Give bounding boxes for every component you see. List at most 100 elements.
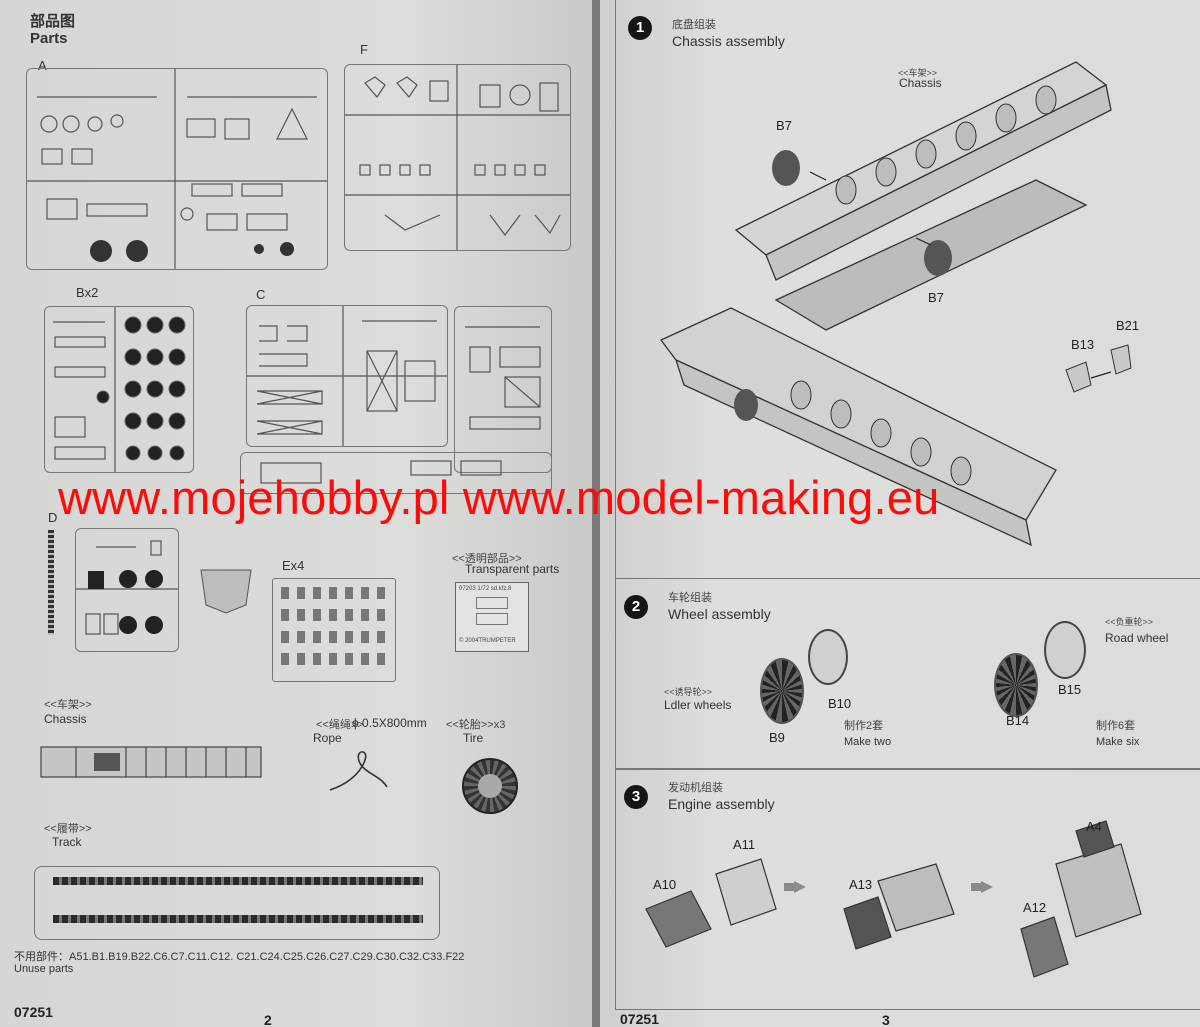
idler-wheel-b9 xyxy=(760,658,804,724)
b7-callout: B7 xyxy=(776,118,792,133)
track-run-2 xyxy=(53,915,423,923)
sprue-c-right-drawing xyxy=(465,326,541,430)
step-3-title-en: Engine assembly xyxy=(668,796,775,812)
left-page-number: 2 xyxy=(264,1012,272,1027)
rope-drawing xyxy=(329,751,388,791)
transparent-sprue-text: 07203 1/72 sd.kfz.8 xyxy=(459,586,512,592)
step-1-diagram xyxy=(659,61,1132,547)
sprue-d-part-plate xyxy=(196,565,256,615)
track-label-cn: <<履带>> xyxy=(44,823,92,835)
chassis-callout-cn: <<车架>> xyxy=(898,68,938,78)
step-2-number: 2 xyxy=(624,595,648,619)
make-two-en: Make two xyxy=(844,736,892,748)
chassis-frame-drawing xyxy=(40,746,262,778)
sprue-c-right xyxy=(454,306,552,473)
transparent-copyright: © 2004TRUMPETER xyxy=(459,638,516,644)
step-3-title-cn: 发动机组装 xyxy=(668,782,723,794)
step-1-chassis-assembly: 1 底盘组装 Chassis assembly <<车架>> Chassis xyxy=(615,0,1200,579)
sprue-f-label: F xyxy=(360,42,368,57)
idler-label-cn: <<诱导轮>> xyxy=(664,687,713,697)
chassis-frame xyxy=(36,735,266,787)
chassis-label-cn: <<车架>> xyxy=(44,699,92,711)
step-1-number: 1 xyxy=(628,16,652,40)
make-six-cn: 制作6套 xyxy=(1096,720,1136,732)
road-wheel-b14 xyxy=(994,653,1038,717)
sprue-c-bottom-drawing xyxy=(260,460,502,484)
step-1-title-en: Chassis assembly xyxy=(672,33,785,49)
idler-wheel-b10 xyxy=(808,629,848,685)
parts-header-cn: 部品图 xyxy=(30,13,76,30)
step-1-title-cn: 底盘组装 xyxy=(672,19,716,31)
sprue-b-parts-drawing xyxy=(53,307,186,472)
sprue-d-parts-drawing xyxy=(76,540,178,635)
idler-label-en: Ldler wheels xyxy=(664,698,732,712)
window-part xyxy=(476,613,508,625)
parts-header-en: Parts xyxy=(30,30,68,47)
sprue-f xyxy=(344,64,571,251)
track-label-en: Track xyxy=(52,835,82,849)
sprue-f-parts-drawing xyxy=(345,65,570,250)
step-3-engine-assembly: 3 发动机组装 Engine assembly A11 A10 A13 A4 A… xyxy=(615,768,1200,1010)
track-sprue xyxy=(34,866,440,940)
make-two-cn: 制作2套 xyxy=(844,720,884,732)
plate-drawing xyxy=(200,569,252,614)
sprue-c-parts-drawing xyxy=(247,306,447,446)
step-3-diagram xyxy=(645,820,1142,978)
road-wheel-en: Road wheel xyxy=(1105,631,1169,645)
sprue-e-label: Ex4 xyxy=(282,558,305,573)
chassis-callout-en: Chassis xyxy=(899,76,942,90)
road-wheel-b15 xyxy=(1044,621,1086,679)
b10-callout: B10 xyxy=(828,696,852,711)
window-part xyxy=(476,597,508,609)
unused-list: A51.B1.B19.B22.C6.C7.C11.C12. C21.C24.C2… xyxy=(69,951,465,963)
sprue-e-parts-drawing xyxy=(281,587,385,665)
step-2-title-en: Wheel assembly xyxy=(668,606,771,622)
watermark-text: www.mojehobby.pl www.model-making.eu xyxy=(58,471,940,524)
transparent-label-en: Transparent parts xyxy=(465,562,560,576)
right-page-code: 07251 xyxy=(620,1011,659,1027)
instructions-page: 1 底盘组装 Chassis assembly <<车架>> Chassis xyxy=(600,0,1200,1027)
a11-callout: A11 xyxy=(733,837,756,852)
sprue-d-label: D xyxy=(48,510,58,525)
tire-label-en: Tire xyxy=(463,731,484,745)
a4-callout: A4 xyxy=(1086,819,1102,834)
tire-drawing xyxy=(462,758,518,814)
right-page-number: 3 xyxy=(882,1012,890,1027)
sprue-c-bottom xyxy=(240,452,552,494)
b21-callout: B21 xyxy=(1116,318,1140,333)
left-page-code: 07251 xyxy=(14,1004,53,1020)
sprue-e xyxy=(272,578,396,682)
sprue-d xyxy=(75,528,179,652)
track-run-1 xyxy=(53,877,423,885)
transparent-label-cn: <<透明部品>> xyxy=(452,553,522,565)
road-wheel-cn: <<负重轮>> xyxy=(1105,617,1154,627)
sprue-b xyxy=(44,306,194,473)
sprue-d-track-strip xyxy=(48,530,54,635)
b9-callout: B9 xyxy=(769,730,785,745)
sprue-a xyxy=(26,68,328,270)
sprue-a-label: A xyxy=(38,58,47,73)
parts-page: 部品图 Parts A F xyxy=(0,0,592,1027)
unused-parts-list: 不用部件：A51.B1.B19.B22.C6.C7.C11.C12. C21.C… xyxy=(14,948,464,964)
sprue-c-label: C xyxy=(256,287,266,302)
book-gutter xyxy=(592,0,600,1027)
a12-callout: A12 xyxy=(1023,900,1047,915)
chassis-label-en: Chassis xyxy=(44,712,87,726)
make-six-en: Make six xyxy=(1096,736,1140,748)
step-3-number: 3 xyxy=(624,785,648,809)
sprue-b-label: Bx2 xyxy=(76,285,99,300)
rope-spec: ϕ 0.5X800mm xyxy=(352,716,427,730)
unused-label-en: Unuse parts xyxy=(14,963,74,975)
step-2-wheel-assembly: 2 车轮组装 Wheel assembly <<诱导轮>> Ldler whee… xyxy=(615,578,1200,770)
sprue-a-parts-drawing xyxy=(27,69,327,269)
b15-callout: B15 xyxy=(1058,682,1082,697)
rope-label-cn: <<绳绳>> xyxy=(316,719,364,731)
a13-callout: A13 xyxy=(849,877,873,892)
a10-callout: A10 xyxy=(653,877,677,892)
b13-callout: B13 xyxy=(1071,337,1095,352)
transparent-sprue: 07203 1/72 sd.kfz.8 © 2004TRUMPETER xyxy=(455,582,529,652)
unused-label-cn: 不用部件： xyxy=(14,951,69,963)
rope-label-en: Rope xyxy=(313,731,342,745)
tire-label-cn: <<轮胎>>x3 xyxy=(446,719,506,731)
b7-callout-2: B7 xyxy=(928,290,944,305)
